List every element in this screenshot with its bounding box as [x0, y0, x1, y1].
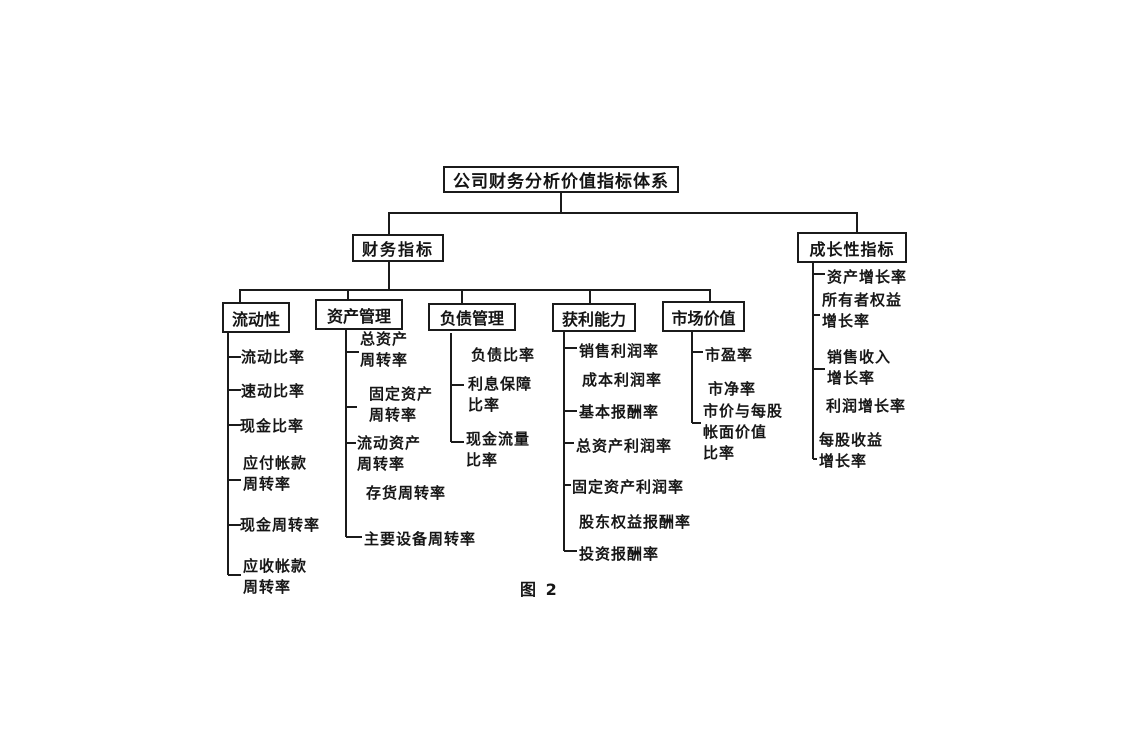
leaf-total-asset-profit-rate: 总资产利润率 — [576, 437, 673, 455]
leaf-interest-coverage-ratio: 利息保障 比率 — [468, 375, 533, 414]
node-growth-indicators: 成长性指标 — [797, 232, 907, 263]
node-debt-management: 负债管理 — [428, 303, 516, 331]
leaf-current-asset-turnover: 流动资产 周转率 — [357, 434, 422, 473]
leaf-current-ratio: 流动比率 — [241, 348, 306, 366]
leaf-pb-ratio: 市净率 — [708, 380, 757, 398]
leaf-cash-ratio: 现金比率 — [240, 417, 305, 435]
leaf-cash-flow-ratio: 现金流量 比率 — [466, 430, 531, 469]
leaf-cash-turnover: 现金周转率 — [240, 516, 321, 534]
root-node-title: 公司财务分析价值指标体系 — [443, 166, 679, 193]
leaf-accounts-payable-turnover: 应付帐款 周转率 — [243, 454, 308, 493]
leaf-accounts-receivable-turnover: 应收帐款 周转率 — [243, 557, 308, 596]
leaf-major-equipment-turnover: 主要设备周转率 — [364, 530, 477, 548]
leaf-profit-growth-rate: 利润增长率 — [826, 397, 907, 415]
node-asset-management: 资产管理 — [315, 299, 403, 330]
node-profitability: 获利能力 — [552, 303, 636, 332]
leaf-sales-profit-margin: 销售利润率 — [579, 342, 660, 360]
leaf-asset-growth-rate: 资产增长率 — [827, 268, 908, 286]
leaf-owners-equity-growth-rate: 所有者权益 增长率 — [822, 291, 903, 330]
leaf-cost-profit-margin: 成本利润率 — [582, 371, 663, 389]
tree-lines — [227, 192, 858, 576]
leaf-return-on-investment: 投资报酬率 — [579, 545, 660, 563]
leaf-sales-revenue-growth-rate: 销售收入 增长率 — [827, 348, 892, 387]
figure-caption: 图 2 — [520, 580, 559, 599]
leaf-debt-ratio: 负债比率 — [471, 346, 536, 364]
node-market-value: 市场价值 — [662, 301, 745, 332]
node-liquidity: 流动性 — [222, 302, 290, 333]
leaf-eps-growth-rate: 每股收益 增长率 — [819, 431, 884, 470]
leaf-pe-ratio: 市盈率 — [705, 346, 754, 364]
leaf-inventory-turnover: 存货周转率 — [366, 484, 447, 502]
leaf-fixed-asset-profit-rate: 固定资产利润率 — [572, 478, 685, 496]
leaf-quick-ratio: 速动比率 — [241, 382, 306, 400]
leaf-total-asset-turnover: 总资产 周转率 — [360, 330, 409, 369]
leaf-basic-return-rate: 基本报酬率 — [579, 403, 660, 421]
leaf-return-on-equity: 股东权益报酬率 — [579, 513, 692, 531]
node-financial-indicators: 财务指标 — [352, 234, 444, 262]
leaf-price-to-book-per-share-ratio: 市价与每股 帐面价值 比率 — [703, 402, 784, 462]
leaf-fixed-asset-turnover: 固定资产 周转率 — [369, 385, 434, 424]
